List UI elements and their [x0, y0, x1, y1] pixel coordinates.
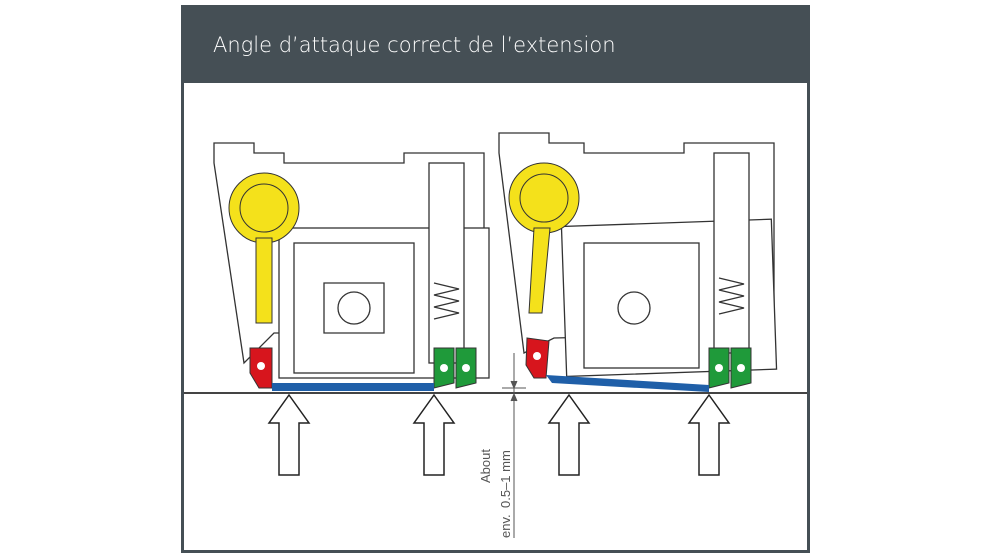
- header: Angle d’attaque correct de l’extension: [181, 5, 810, 83]
- right-lever: [508, 162, 752, 392]
- figure-frame: Angle d’attaque correct de l’extension: [181, 5, 810, 553]
- up-arrow: [547, 393, 591, 476]
- left-lever: [228, 172, 477, 391]
- left-unit: [213, 142, 490, 379]
- dimension-value: 0.5–1 mm: [498, 450, 513, 508]
- page-title: Angle d’attaque correct de l’extension: [213, 33, 616, 57]
- force-arrows: [267, 393, 731, 476]
- blade: [272, 383, 434, 391]
- up-arrow: [267, 393, 311, 476]
- extension-diagram: About env. 0.5–1 mm: [184, 132, 807, 538]
- up-arrow: [412, 393, 456, 476]
- up-arrow: [687, 393, 731, 476]
- blade: [546, 375, 709, 392]
- diagram-panel: About env. 0.5–1 mm: [184, 83, 807, 550]
- dimension-marker: [502, 353, 526, 538]
- dimension-label-en: About: [478, 449, 493, 483]
- dimension-label-fr: env.: [498, 514, 513, 538]
- right-unit: [498, 132, 778, 378]
